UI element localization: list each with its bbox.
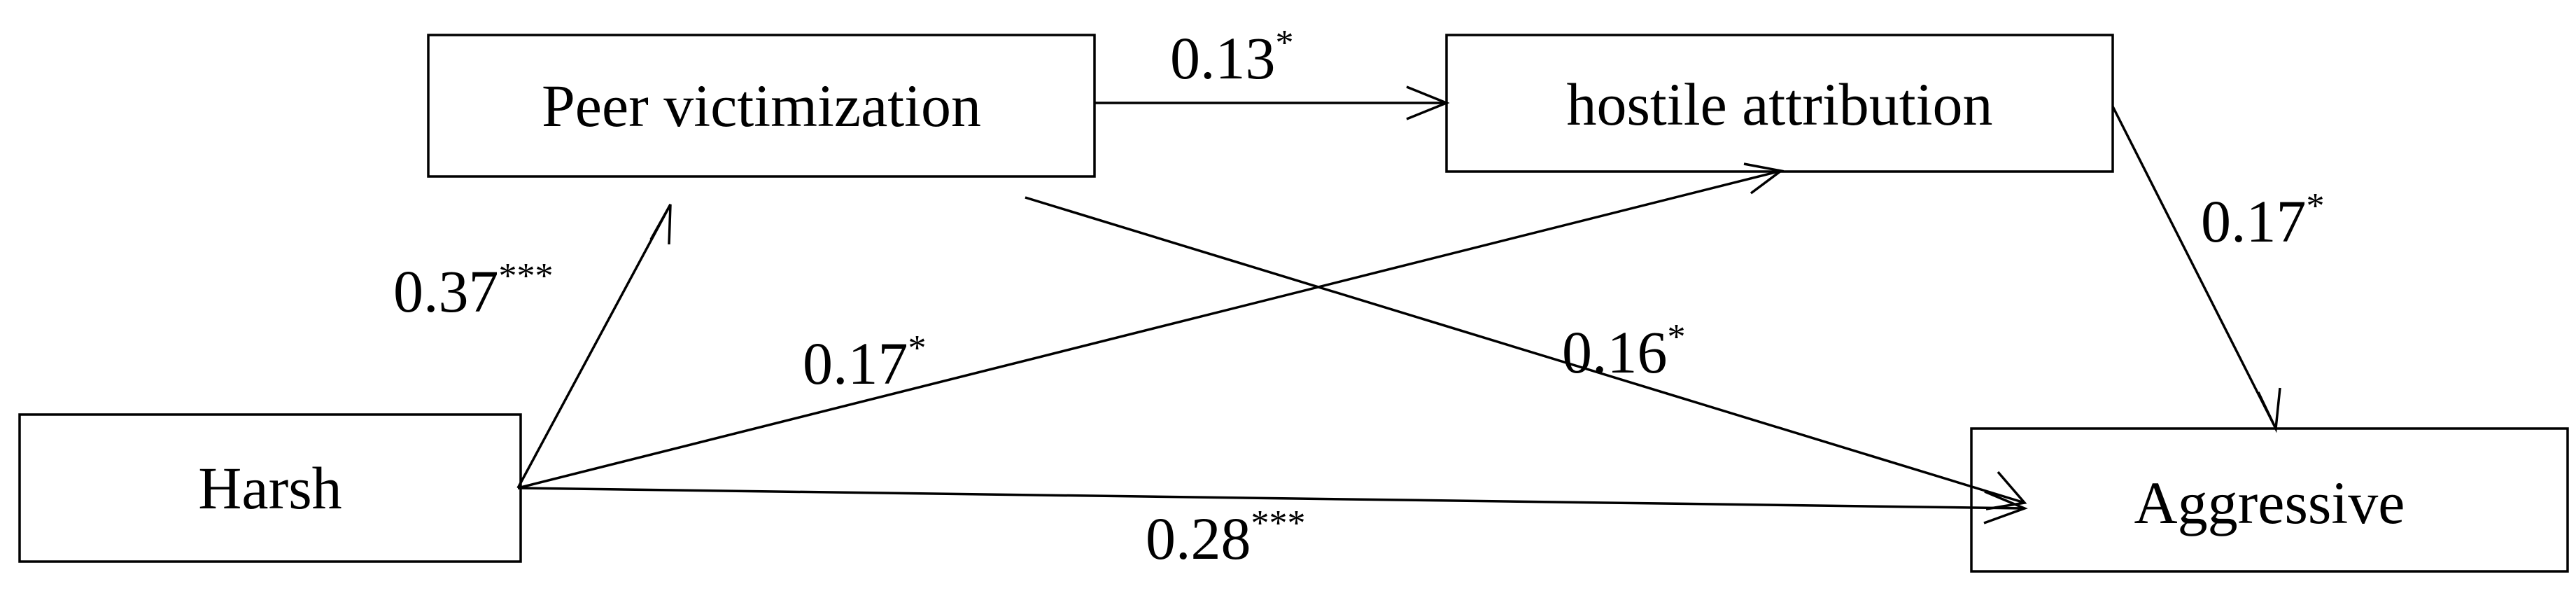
edge-harsh-to-aggressive-line bbox=[517, 487, 2025, 510]
edge-harsh-to-aggressive-arrowhead bbox=[1983, 490, 2028, 524]
coef-hostile-to-aggressive-sig: * bbox=[2307, 186, 2325, 226]
edge-harsh-to-peer-line bbox=[516, 204, 672, 489]
edge-harsh-to-peer bbox=[516, 204, 672, 489]
coef-peer-to-hostile-sig: * bbox=[1276, 23, 1294, 63]
coef-hostile-to-aggressive-value: 0.17 bbox=[2201, 188, 2307, 255]
edge-harsh-to-peer-arrowhead bbox=[649, 204, 672, 245]
node-hostile-attribution-label: hostile attribution bbox=[1566, 71, 1992, 138]
coef-harsh-to-hostile-value: 0.17 bbox=[803, 330, 908, 397]
edge-harsh-to-aggressive bbox=[517, 487, 2028, 524]
edge-harsh-to-hostile-arrowhead bbox=[1743, 162, 1785, 195]
coef-harsh-to-peer: 0.37*** bbox=[393, 256, 554, 325]
node-harsh-box bbox=[18, 413, 522, 563]
coef-harsh-to-aggressive-sig: *** bbox=[1251, 503, 1306, 543]
coef-peer-to-aggressive: 0.16* bbox=[1562, 317, 1686, 386]
edge-peer-to-hostile bbox=[1095, 85, 1450, 120]
coef-harsh-to-aggressive-value: 0.28 bbox=[1146, 505, 1251, 572]
coef-harsh-to-hostile: 0.17* bbox=[803, 328, 927, 397]
node-peer-victimization: Peer victimization bbox=[427, 34, 1096, 178]
coef-peer-to-hostile: 0.13* bbox=[1170, 23, 1294, 92]
edge-hostile-to-aggressive bbox=[2111, 106, 2281, 433]
node-aggressive-box bbox=[1970, 427, 2569, 573]
node-hostile-attribution: hostile attribution bbox=[1445, 34, 2114, 173]
node-harsh: Harsh bbox=[18, 413, 522, 563]
edge-harsh-to-hostile-line bbox=[517, 169, 1782, 489]
node-aggressive: Aggressive bbox=[1970, 427, 2569, 573]
coef-harsh-to-peer-value: 0.37 bbox=[393, 258, 499, 325]
edge-peer-to-aggressive-line bbox=[1025, 196, 2025, 504]
node-peer-victimization-box bbox=[427, 34, 1096, 178]
coef-hostile-to-aggressive: 0.17* bbox=[2201, 186, 2325, 255]
edge-peer-to-aggressive bbox=[1025, 196, 2027, 510]
edge-hostile-to-aggressive-arrowhead bbox=[2257, 387, 2281, 433]
node-peer-victimization-label: Peer victimization bbox=[542, 72, 981, 139]
coef-harsh-to-peer-sig: *** bbox=[499, 256, 554, 296]
edge-harsh-to-hostile bbox=[517, 162, 1785, 489]
coef-peer-to-aggressive-sig: * bbox=[1668, 317, 1686, 357]
edge-peer-to-hostile-arrowhead bbox=[1406, 85, 1450, 120]
coef-peer-to-hostile-value: 0.13 bbox=[1170, 25, 1276, 92]
node-aggressive-label: Aggressive bbox=[2134, 469, 2405, 536]
node-hostile-attribution-box bbox=[1445, 34, 2114, 173]
coef-peer-to-aggressive-value: 0.16 bbox=[1562, 319, 1668, 386]
node-harsh-label: Harsh bbox=[198, 454, 342, 522]
coef-harsh-to-hostile-sig: * bbox=[908, 328, 927, 368]
edge-hostile-to-aggressive-line bbox=[2111, 106, 2277, 429]
coef-harsh-to-aggressive: 0.28*** bbox=[1146, 503, 1306, 572]
